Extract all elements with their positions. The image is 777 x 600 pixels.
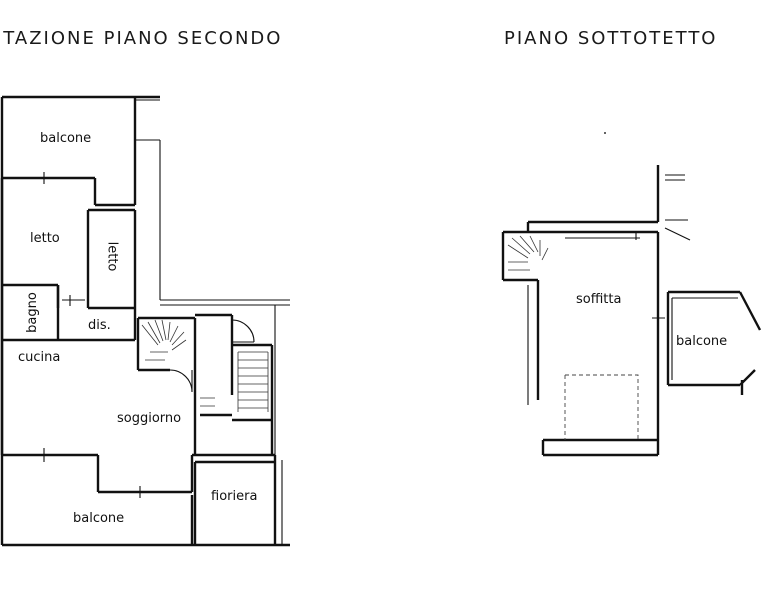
- wall-letto: [0, 178, 137, 310]
- title-piano-sottotetto: PIANO SOTTOTETTO: [504, 28, 718, 49]
- small-stair-treads: [507, 235, 549, 271]
- wall-small-stair: [501, 230, 560, 400]
- roof-opening-dashed: [564, 374, 639, 440]
- window-marks-left: [30, 172, 245, 498]
- title-piano-secondo: ITAZIONE PIANO SECONDO: [0, 28, 283, 49]
- label-letto-1: letto: [30, 231, 60, 246]
- stair-treads-left: [141, 319, 187, 361]
- soffitta-inner: [527, 232, 640, 405]
- door-swing-stair: [169, 369, 193, 393]
- balcone-right-rail: [671, 297, 738, 380]
- wall-bagno: [0, 285, 60, 342]
- label-letto-2: letto: [104, 241, 120, 272]
- wall-stair: [136, 313, 234, 395]
- label-dis: dis.: [88, 318, 111, 333]
- outer-wall-right-top: [526, 165, 660, 232]
- label-bagno: bagno: [24, 292, 40, 333]
- wall-service-stair: [200, 343, 274, 455]
- label-cucina: cucina: [18, 350, 61, 365]
- label-soffitta: soffitta: [576, 292, 622, 307]
- right-edge-ticks: [664, 174, 691, 241]
- neighbour-edge-top: [135, 99, 290, 306]
- label-balcone-bottom: balcone: [73, 511, 125, 526]
- label-balcone-top: balcone: [40, 131, 92, 146]
- wall-soffitta: [541, 230, 660, 457]
- label-soggiorno: soggiorno: [117, 411, 182, 426]
- label-balcone-right: balcone: [676, 334, 728, 349]
- label-fioriera: fioriera: [211, 489, 258, 504]
- plan-sottotetto: [501, 132, 762, 457]
- window-mark-soffitta: [652, 310, 665, 326]
- plan-secondo: [0, 95, 290, 547]
- service-stair-treads: [200, 351, 269, 412]
- wall-balcone-right: [666, 290, 762, 395]
- neighbour-edge-right: [274, 305, 283, 545]
- wall-dis: [58, 308, 137, 342]
- door-swing-upper: [231, 319, 255, 343]
- dot-mark: [604, 132, 606, 134]
